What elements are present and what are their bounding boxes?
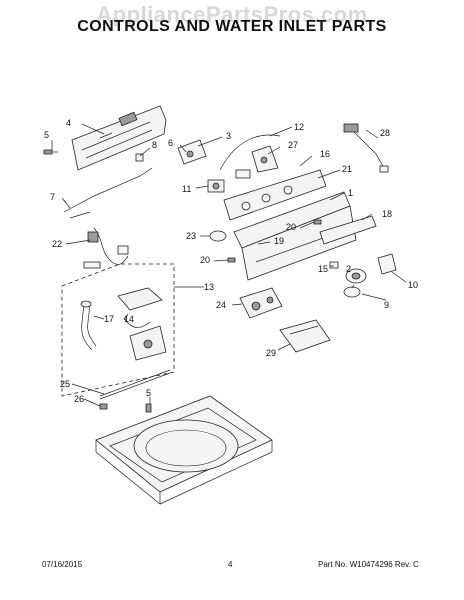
- part-hoses-14: [117, 287, 167, 361]
- callout-20-left: 20: [200, 255, 210, 265]
- callout-24: 24: [216, 300, 226, 310]
- callout-6: 6: [168, 138, 173, 148]
- callout-18: 18: [382, 209, 392, 219]
- part-right-controls: [319, 215, 397, 298]
- callout-8: 8: [152, 140, 157, 150]
- part-console-front: [223, 169, 357, 281]
- callout-23: 23: [186, 231, 196, 241]
- callout-3: 3: [226, 131, 231, 141]
- callout-11: 11: [182, 184, 191, 194]
- footer-date: 07/16/2015: [42, 560, 83, 569]
- part-cabinet-top: [95, 395, 273, 505]
- part-console-rear-panel: [71, 105, 167, 171]
- callout-20-right: 20: [286, 222, 296, 232]
- part-selector-switch: [207, 179, 225, 193]
- footer-page-number: 4: [228, 560, 233, 569]
- callout-19: 19: [274, 236, 284, 246]
- callout-15: 15: [318, 264, 328, 274]
- part-inlet-hose-top-right: [343, 123, 389, 173]
- part-switch: [177, 139, 207, 165]
- callout-5-lower: 5: [146, 388, 151, 398]
- part-screw-lower: [145, 403, 152, 413]
- leader-lines: [51, 123, 407, 407]
- callout-26: 26: [74, 394, 84, 404]
- callout-14: 14: [124, 314, 134, 324]
- part-bracket-29: [279, 319, 331, 353]
- part-clip: [135, 153, 144, 162]
- group-box-13: [61, 263, 175, 397]
- part-wire-harness-connectors: [83, 227, 129, 269]
- part-knob: [209, 230, 227, 242]
- callout-labels: 5 4 8 6 3 12 28 27 16 21 11 1 7 18 20 23…: [44, 118, 418, 404]
- part-water-inlet-valve: [239, 287, 283, 319]
- page-title: CONTROLS AND WATER INLET PARTS: [77, 18, 387, 35]
- callout-10: 10: [408, 280, 418, 290]
- part-rod-25: [99, 369, 171, 400]
- callout-9: 9: [384, 300, 389, 310]
- callout-27: 27: [288, 140, 298, 150]
- callout-4: 4: [66, 118, 71, 128]
- part-screw-upper: [43, 149, 58, 155]
- callout-21: 21: [342, 164, 352, 174]
- callout-1: 1: [348, 188, 353, 198]
- callout-22: 22: [52, 239, 62, 249]
- part-wire-harness-upper: [63, 167, 153, 219]
- callout-25: 25: [60, 379, 70, 389]
- watermark-logo: AppliancePartsPros.com: [96, 2, 368, 27]
- callout-7: 7: [50, 192, 55, 202]
- callout-16: 16: [320, 149, 330, 159]
- callout-12: 12: [294, 122, 304, 132]
- callout-29: 29: [266, 348, 276, 358]
- part-wire-and-pressure-switch: [219, 134, 281, 179]
- part-screw-26: [99, 403, 108, 410]
- callout-17: 17: [104, 314, 114, 324]
- footer-part-number: Part No. W10474296 Rev. C: [318, 560, 419, 569]
- callout-28: 28: [380, 128, 390, 138]
- callout-13: 13: [204, 282, 214, 292]
- callout-5-upper: 5: [44, 130, 49, 140]
- part-hose-17: [80, 300, 97, 351]
- callout-2: 2: [346, 264, 351, 274]
